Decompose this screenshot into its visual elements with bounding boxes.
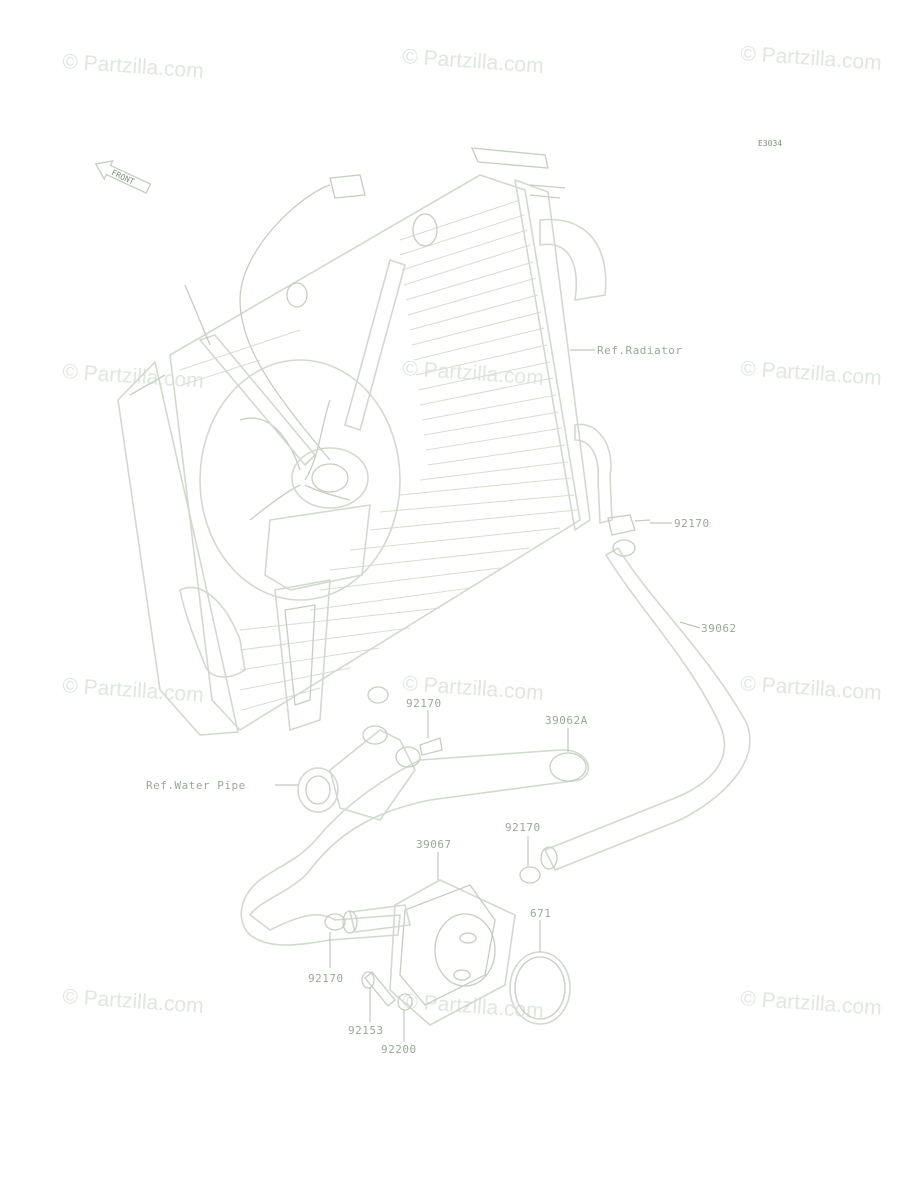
leader-lines xyxy=(275,349,701,1042)
watermark: © Partzilla.com xyxy=(62,985,205,1018)
diagram-code: E3034 xyxy=(758,139,782,148)
label-39067: 39067 xyxy=(416,838,452,851)
label-92170-upper: 92170 xyxy=(674,517,710,530)
label-92170-lower-right: 92170 xyxy=(505,821,541,834)
label-39062a: 39062A xyxy=(545,714,588,727)
radiator-assembly xyxy=(117,147,607,736)
watermark: © Partzilla.com xyxy=(62,50,205,83)
watermark: © Partzilla.com xyxy=(62,360,205,393)
label-671: 671 xyxy=(530,907,551,920)
watermark: © Partzilla.com xyxy=(62,674,205,707)
watermark: © Partzilla.com xyxy=(402,45,545,78)
label-ref-radiator: Ref.Radiator xyxy=(597,344,682,357)
watermark: © Partzilla.com xyxy=(740,987,883,1020)
front-arrow-icon: FRONT xyxy=(94,160,152,194)
hose-39062 xyxy=(519,423,751,884)
hose-39062a xyxy=(240,749,590,946)
part-labels: Ref.Radiator 92170 39062 92170 39062A Re… xyxy=(146,344,737,1056)
label-92200: 92200 xyxy=(381,1043,417,1056)
watermark: © Partzilla.com xyxy=(740,672,883,705)
label-92170-lower-left: 92170 xyxy=(308,972,344,985)
label-92170-middle: 92170 xyxy=(406,697,442,710)
watermark: © Partzilla.com xyxy=(740,42,883,75)
label-ref-water-pipe: Ref.Water Pipe xyxy=(146,779,246,792)
watermarks: © Partzilla.com © Partzilla.com © Partzi… xyxy=(62,42,883,1023)
water-pipe-fitting xyxy=(297,725,443,821)
label-39062: 39062 xyxy=(701,622,737,635)
watermark: © Partzilla.com xyxy=(740,357,883,390)
label-92153: 92153 xyxy=(348,1024,384,1037)
radiator-fins xyxy=(179,199,578,711)
